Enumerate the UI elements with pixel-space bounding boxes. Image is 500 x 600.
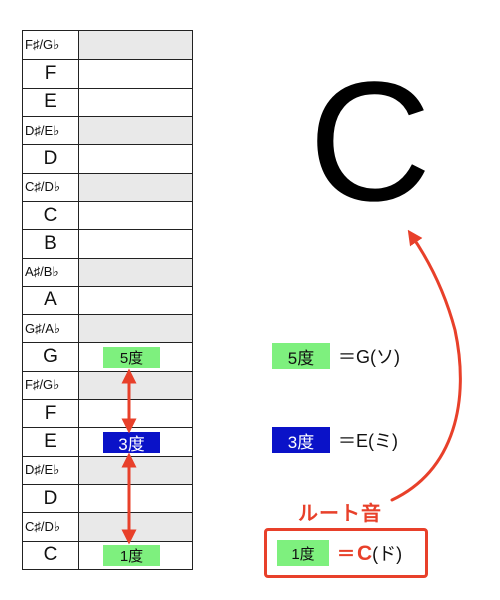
note-row: D: [23, 484, 192, 513]
note-name: A♯/B♭: [23, 258, 79, 286]
degree-badge: 3度: [103, 432, 160, 454]
note-name: A: [23, 286, 79, 315]
note-row: A♯/B♭: [23, 257, 192, 286]
root-degree-badge: 1度: [277, 540, 329, 566]
note-row: C♯/D♭: [23, 172, 192, 201]
note-name: F♯/G♭: [23, 31, 79, 60]
root-to-chord-arrow: [390, 229, 462, 502]
note-name: F: [23, 60, 79, 88]
note-name: B: [23, 230, 79, 258]
legend-fifth: 5度 ＝G(ソ): [272, 342, 400, 370]
fifth-degree-badge: 5度: [272, 343, 330, 369]
note-name: E: [23, 88, 79, 116]
note-row: C 1度: [23, 540, 192, 569]
note-row: F: [23, 59, 192, 88]
note-name: C♯/D♭: [23, 173, 79, 201]
note-name: C♯/D♭: [23, 513, 79, 541]
note-row: B: [23, 229, 192, 258]
note-name: G: [23, 343, 79, 371]
note-row: D♯/E♭: [23, 455, 192, 485]
note-name: D: [23, 485, 79, 513]
note-name: C: [23, 201, 79, 230]
legend-third: 3度 ＝E(ミ): [272, 426, 398, 454]
note-row: D: [23, 144, 192, 173]
note-row: C♯/D♭: [23, 512, 192, 541]
note-row: D♯/E♭: [23, 115, 192, 145]
root-degree-text: ＝C(ド): [337, 540, 402, 566]
note-name: F: [23, 400, 79, 428]
note-name: F♯/G♭: [23, 371, 79, 400]
root-equals: ＝: [337, 544, 355, 564]
note-row: A: [23, 285, 192, 315]
note-row: G♯/A♭: [23, 314, 192, 343]
note-row: G 5度: [23, 342, 192, 371]
note-row: E 3度: [23, 427, 192, 456]
note-name: G♯/A♭: [23, 315, 79, 343]
note-row: F: [23, 399, 192, 428]
note-name: C: [23, 541, 79, 569]
third-degree-badge: 3度: [272, 427, 330, 453]
degree-badge: 1度: [103, 545, 160, 567]
note-name: D♯/E♭: [23, 116, 79, 145]
root-note-name: C: [357, 542, 373, 565]
degree-badge: 5度: [103, 347, 160, 369]
legend-root: 1度 ＝C(ド): [277, 539, 402, 567]
note-name: D: [23, 145, 79, 173]
note-row: C: [23, 200, 192, 230]
note-name: D♯/E♭: [23, 456, 79, 485]
note-row: F♯/G♭: [23, 370, 192, 400]
note-name: E: [23, 428, 79, 456]
note-row: F♯/G♭: [23, 31, 192, 60]
root-note-label: ルート音: [298, 503, 382, 525]
chord-name: C: [308, 47, 432, 237]
root-legend-box: 1度 ＝C(ド): [264, 528, 428, 578]
third-degree-text: ＝E(ミ): [338, 431, 398, 451]
fifth-degree-text: ＝G(ソ): [338, 347, 400, 367]
root-note-kana: (ド): [372, 544, 403, 564]
note-row: E: [23, 87, 192, 116]
